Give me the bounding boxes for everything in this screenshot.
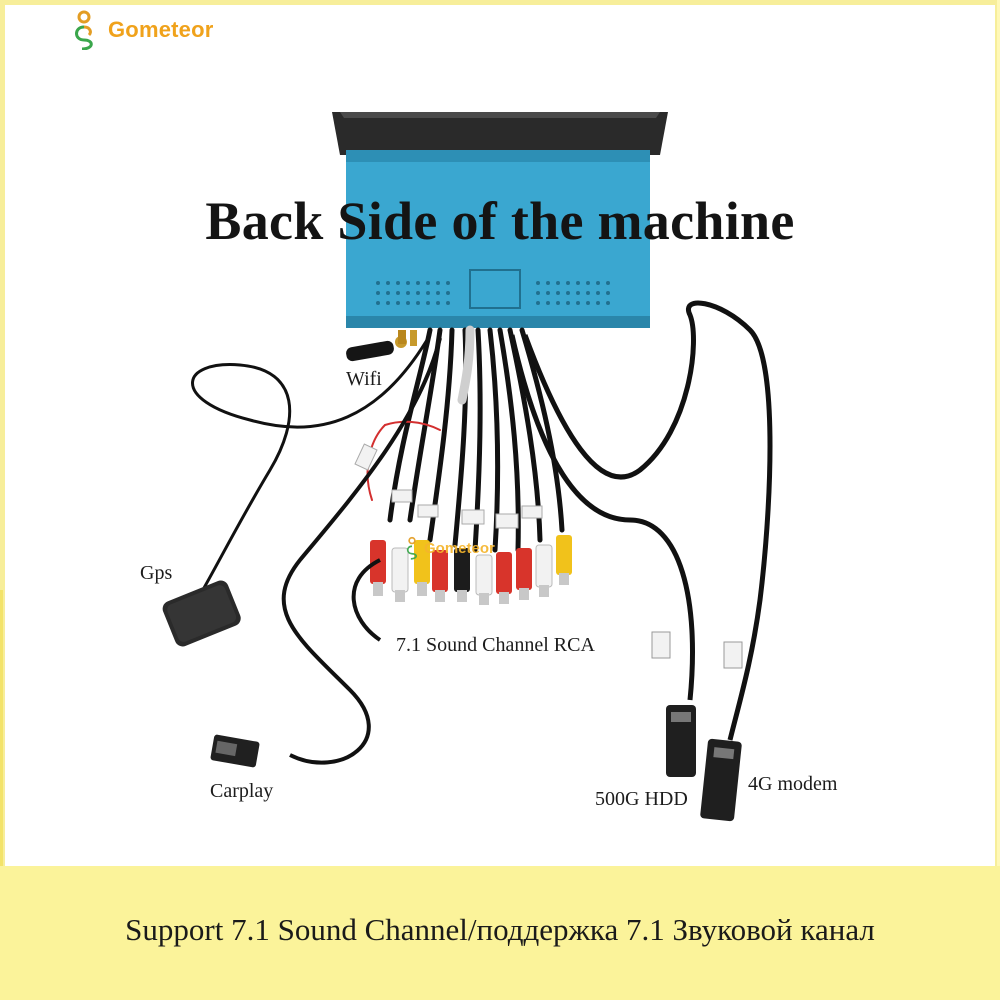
- device-illustration: [162, 112, 773, 822]
- rca-yellow-2: [556, 535, 572, 585]
- rca-black-1: [454, 548, 470, 602]
- cable-tags: [354, 443, 543, 529]
- rca-red-2: [432, 550, 448, 602]
- feature-banner: Support 7.1 Sound Channel/поддержка 7.1 …: [0, 866, 1000, 1000]
- modem-usb-connector: [700, 738, 742, 822]
- label-gps: Gps: [140, 562, 173, 584]
- gometeor-logo-icon: [75, 10, 93, 50]
- watermark-logo-icon: [406, 536, 417, 560]
- rca-red-1: [370, 540, 386, 596]
- device-unit: [332, 112, 668, 328]
- gps-module: [162, 580, 241, 647]
- brand-name: Gometeor: [108, 17, 214, 42]
- watermark-text: Gometeor: [424, 539, 495, 557]
- rca-connectors: [370, 535, 572, 605]
- image-title: Back Side of the machine: [205, 191, 795, 251]
- rca-yellow-1: [414, 540, 430, 596]
- right-border-accent: [997, 0, 1000, 866]
- rca-red-4: [516, 548, 532, 600]
- label-rca: 7.1 Sound Channel RCA: [396, 634, 595, 656]
- carplay-cable: [210, 337, 442, 768]
- feature-banner-text: Support 7.1 Sound Channel/поддержка 7.1 …: [125, 912, 875, 947]
- carplay-usb: [210, 734, 260, 768]
- label-carplay: Carplay: [210, 780, 274, 802]
- rca-white-1: [391, 547, 409, 602]
- wifi-antenna: [346, 330, 417, 362]
- label-modem: 4G modem: [748, 773, 838, 795]
- brand-logo: Gometeor: [70, 10, 214, 50]
- gps-cable: [162, 334, 432, 647]
- rca-white-2: [475, 554, 493, 605]
- label-wifi: Wifi: [346, 368, 382, 390]
- rca-white-3: [535, 544, 553, 597]
- rca-red-3: [496, 552, 512, 604]
- usb-extension-cables: [509, 300, 773, 822]
- hdd-usb-connector: [666, 705, 696, 777]
- left-border-accent: [0, 590, 3, 866]
- brand-watermark: Gometeor: [404, 536, 495, 560]
- label-hdd: 500G HDD: [595, 788, 688, 810]
